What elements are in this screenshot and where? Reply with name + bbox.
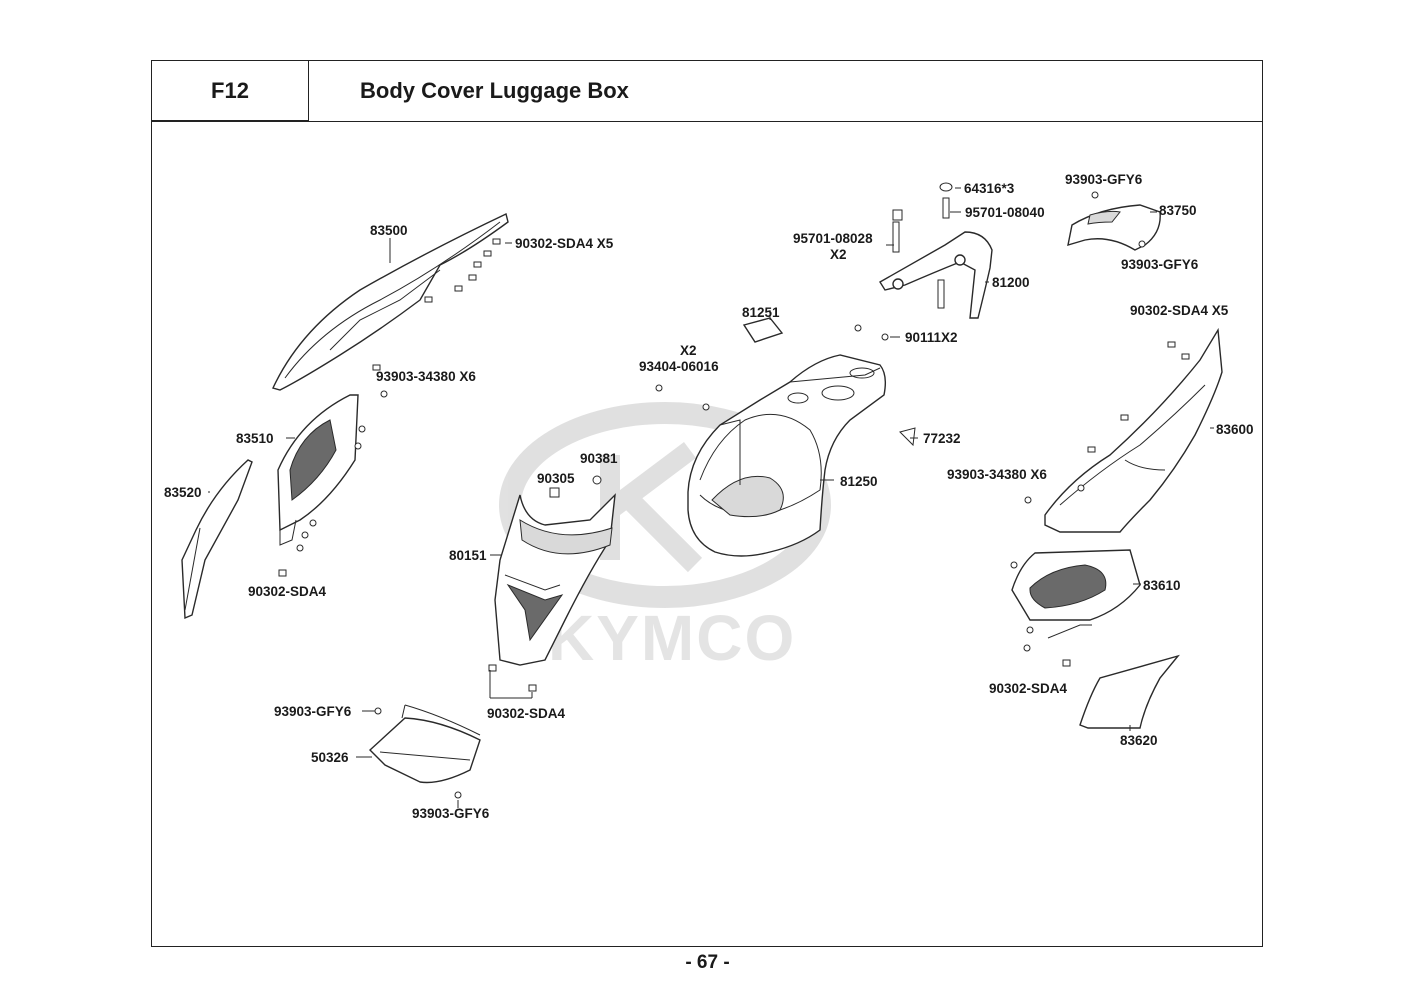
label-90302-sda4-center: 90302-SDA4 [487,706,566,721]
label-81251: 81251 [742,305,780,320]
label-80151: 80151 [449,548,487,563]
part-83510-side-panel [277,394,359,546]
leader-lines [208,187,1214,808]
label-93903-gfy6-b: 93903-GFY6 [412,806,490,821]
part-80151-front-cover [494,493,616,666]
label-93903-gfy6-right: 93903-GFY6 [1121,257,1199,272]
part-83620-side-strip [1079,654,1180,729]
label-90302-sda4-x5-right: 90302-SDA4 X5 [1130,303,1229,318]
part-83600-cover [1044,327,1223,533]
diagram-frame [151,121,1263,947]
label-83520: 83520 [164,485,202,500]
page-number: - 67 - [685,952,730,973]
label-93404-06016: 93404-06016 [639,359,719,374]
label-93903-34380-x6-left: 93903-34380 X6 [376,369,476,384]
label-83750: 83750 [1159,203,1197,218]
label-64316: 64316*3 [964,181,1015,196]
label-93903-34380-x6-right: 93903-34380 X6 [947,467,1047,482]
label-93903-gfy6-a: 93903-GFY6 [274,704,352,719]
fasteners [278,182,1190,799]
label-90302-sda4-right: 90302-SDA4 [989,681,1068,696]
part-83750-rear-piece [1067,204,1161,251]
label-83610: 83610 [1143,578,1181,593]
part-83610-side-panel [1011,549,1141,639]
label-93903-gfy6-top: 93903-GFY6 [1065,172,1143,187]
label-77232: 77232 [923,431,961,446]
label-95701-08028: 95701-08028 [793,231,873,246]
watermark-brand-text: KYMCO [548,602,796,674]
part-83500-cover [272,213,509,391]
label-95701-08040: 95701-08040 [965,205,1045,220]
label-81250: 81250 [840,474,878,489]
label-90111x2: 90111X2 [905,330,958,345]
label-x2-93404: X2 [680,343,697,358]
label-90305: 90305 [537,471,575,486]
part-83520-side-strip [181,459,253,620]
page-title: Body Cover Luggage Box [309,60,1263,121]
part-81200-grab-rail [879,231,993,319]
label-50326: 50326 [311,750,349,765]
label-81200: 81200 [992,275,1030,290]
figure-code: F12 [151,60,309,121]
label-x2-95701: X2 [830,247,847,262]
part-number-labels: 83500 90302-SDA4 X5 93903-34380 X6 83510… [164,172,1254,821]
part-81251-lid [742,317,784,343]
part-81250-luggage-box [687,354,887,557]
label-90302-sda4-left: 90302-SDA4 [248,584,327,599]
label-83510: 83510 [236,431,274,446]
label-83620: 83620 [1120,733,1158,748]
label-90302-sda4-x5-left: 90302-SDA4 X5 [515,236,614,251]
label-90381: 90381 [580,451,618,466]
part-50326-floor-panel [368,704,481,784]
label-83600: 83600 [1216,422,1254,437]
label-83500: 83500 [370,223,408,238]
